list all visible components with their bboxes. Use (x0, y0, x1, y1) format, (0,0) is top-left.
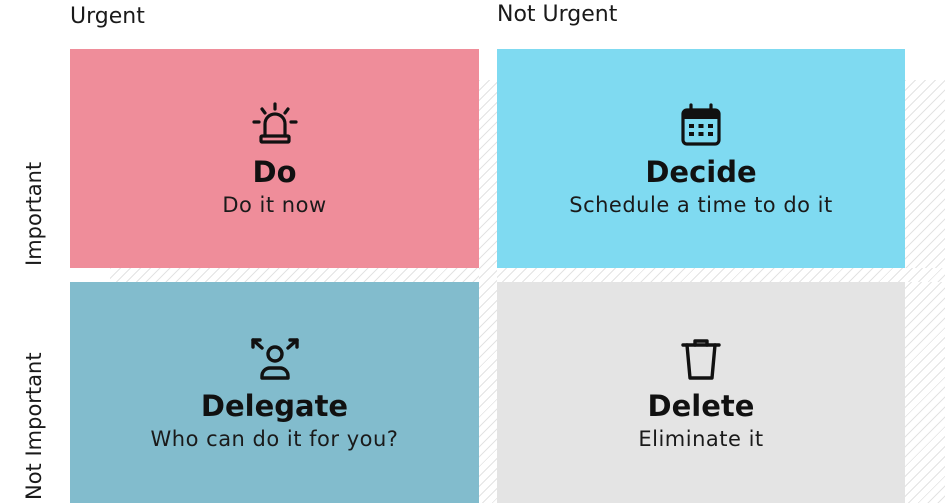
quadrant-title: Decide (645, 154, 757, 189)
hatch-shadow-middle (110, 268, 945, 282)
siren-icon (251, 102, 298, 144)
calendar-icon (681, 103, 721, 146)
quadrant-delete: Delete Eliminate it (497, 282, 905, 503)
quadrant-subtitle: Schedule a time to do it (569, 193, 833, 218)
hatch-shadow-right (905, 80, 945, 503)
row-label-important: Important (22, 161, 46, 266)
row-label-not-important: Not Important (22, 352, 46, 500)
column-label-urgent: Urgent (70, 4, 145, 29)
quadrant-subtitle: Do it now (222, 193, 327, 218)
quadrant-subtitle: Eliminate it (638, 427, 764, 452)
quadrant-delegate: Delegate Who can do it for you? (70, 282, 479, 503)
delegate-person-icon (250, 338, 299, 380)
hatch-shadow-gutter (479, 80, 497, 503)
quadrant-title: Delegate (200, 388, 349, 423)
quadrant-decide: Decide Schedule a time to do it (497, 49, 905, 268)
column-label-not-urgent: Not Urgent (497, 2, 618, 27)
quadrant-subtitle: Who can do it for you? (150, 427, 399, 452)
quadrant-title: Delete (647, 388, 755, 423)
quadrant-title: Do (252, 154, 297, 189)
quadrant-do: Do Do it now (70, 49, 479, 268)
trash-icon (681, 339, 721, 380)
